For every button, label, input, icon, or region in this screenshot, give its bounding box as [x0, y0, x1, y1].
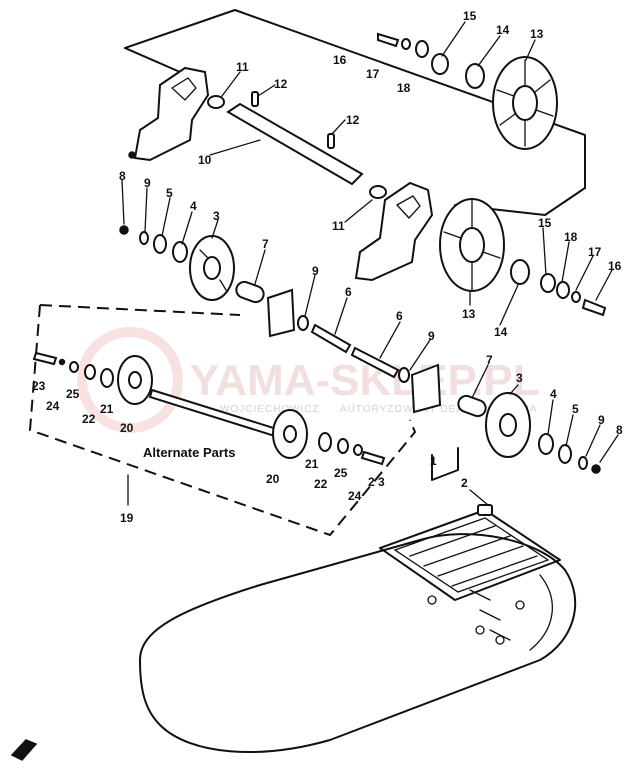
callout-12-upper: 12 — [274, 77, 288, 91]
callout-14-lower: 14 — [494, 325, 508, 339]
callout-9-a: 9 — [144, 176, 151, 190]
upper-axle — [207, 91, 387, 199]
callout-9-d: 9 — [598, 413, 605, 427]
callout-3-right: 3 — [516, 371, 523, 385]
callout-15-lower: 15 — [538, 216, 552, 230]
idler-wheel-13-middle — [439, 198, 607, 317]
callout-1: 1 — [430, 454, 437, 468]
callout-22-right: 22 — [314, 477, 328, 491]
callout-7-left: 7 — [262, 237, 269, 251]
callout-23-left: 23 — [32, 379, 46, 393]
callout-15-upper: 15 — [463, 9, 477, 23]
callout-21-right: 21 — [305, 457, 319, 471]
slide-rail-frame — [379, 447, 561, 601]
callout-5-right: 5 — [572, 402, 579, 416]
watermark-tagline-prefix: WOJCIECHOWICZ — [220, 404, 320, 415]
idler-wheel-13-top — [377, 32, 558, 150]
slide-wheel-left — [119, 225, 352, 354]
callout-25-right: 25 — [334, 466, 348, 480]
callout-24-left: 24 — [46, 399, 60, 413]
callout-16-upper: 16 — [333, 53, 347, 67]
callout-19: 19 — [120, 511, 134, 525]
callout-10: 10 — [198, 153, 212, 167]
callout-12-lower: 12 — [346, 113, 360, 127]
callout-14-upper: 14 — [496, 23, 510, 37]
watermark-logo — [77, 327, 183, 433]
callout-4-right: 4 — [550, 387, 557, 401]
callout-16-lower: 16 — [608, 259, 622, 273]
callout-18-upper: 18 — [397, 81, 411, 95]
callout-21-left: 21 — [100, 402, 114, 416]
track-belt — [139, 533, 577, 753]
callout-2: 2 — [461, 476, 468, 490]
callout-22-left: 22 — [82, 412, 96, 426]
callout-24-right: 24 — [348, 489, 362, 503]
slide-wheel-right — [350, 346, 601, 474]
callout-17-lower: 17 — [588, 245, 602, 259]
callout-11-upper: 11 — [236, 60, 249, 74]
callout-5-left: 5 — [166, 186, 173, 200]
callout-6-lower: 6 — [396, 309, 403, 323]
callout-23-right: 2 3 — [368, 475, 385, 489]
callout-18-lower: 18 — [564, 230, 578, 244]
alternate-parts-group: Alternate Parts — [28, 304, 417, 537]
watermark-tagline: AUTORYZOWANY DEALER YAMAHA — [340, 404, 538, 415]
callout-7-right: 7 — [486, 353, 493, 367]
watermark: YAMA-SKLEP.PL WOJCIECHOWICZ AUTORYZOWANY… — [77, 327, 540, 433]
callout-11-lower: 11 — [332, 219, 345, 233]
callout-13-lower: 13 — [462, 307, 476, 321]
callout-9-c: 9 — [428, 329, 435, 343]
callout-20-right: 20 — [266, 472, 280, 486]
callout-13-upper: 13 — [530, 27, 544, 41]
callout-6-upper: 6 — [345, 285, 352, 299]
callout-25-left: 25 — [66, 387, 80, 401]
callout-8-right: 8 — [616, 423, 623, 437]
callout-labels: 1 2 3 3 4 4 5 5 6 6 7 7 8 8 9 9 9 9 10 1… — [32, 9, 623, 525]
callout-3-left: 3 — [213, 209, 220, 223]
callout-17-upper: 17 — [366, 67, 380, 81]
callout-8-left: 8 — [119, 169, 126, 183]
callout-9-b: 9 — [312, 264, 319, 278]
corner-logo — [10, 739, 38, 761]
callout-4-left: 4 — [190, 199, 197, 213]
bracket-upper-left — [128, 66, 210, 162]
leader-lines — [121, 21, 619, 463]
callout-20-left: 20 — [120, 421, 134, 435]
alternate-parts-caption: Alternate Parts — [143, 445, 235, 460]
bracket-upper-right — [354, 181, 434, 282]
watermark-brand: YAMA-SKLEP.PL — [190, 356, 540, 405]
